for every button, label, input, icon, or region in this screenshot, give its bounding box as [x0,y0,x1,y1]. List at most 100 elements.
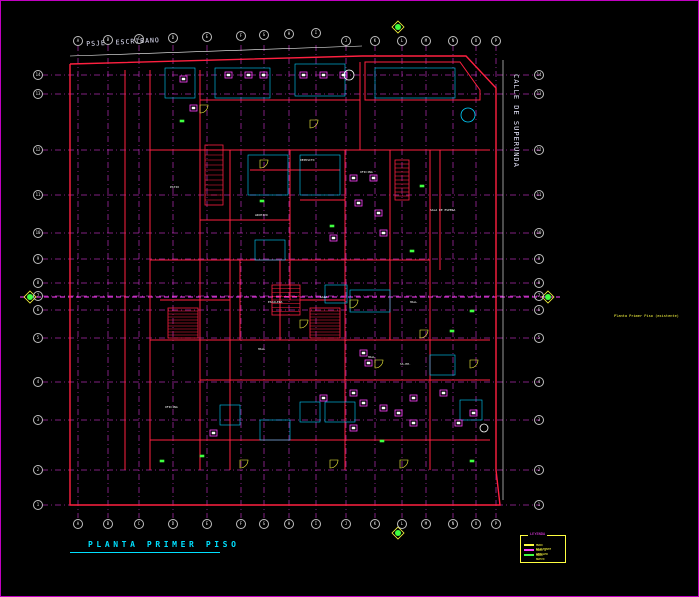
grid-bubble-row: 12 [33,145,43,155]
grid-bubble-row: 13 [534,89,544,99]
grid-bubble-column: M [421,36,431,46]
grid-bubble-column: P [491,519,501,529]
room-outline [459,399,483,421]
grid-bubble-column: O [471,519,481,529]
room-outline [349,289,391,313]
furniture-detail [381,231,386,235]
room-label: OFICINA [360,170,373,174]
room-label: SALA DE ESPERA [430,208,456,212]
grid-bubble-column: I [311,519,321,529]
furniture-detail [411,421,416,425]
furniture-detail [351,391,356,395]
grid-bubble-column: D [168,519,178,529]
grid-bubble-row: 4 [33,377,43,387]
door-swing [199,104,209,114]
furniture-detail [246,73,251,77]
room-label: ARCHIVO [255,213,268,217]
wall-marker [469,309,475,313]
room-label: ESCALERA [268,300,283,304]
furniture-block [364,359,373,367]
grid-bubble-column: B [103,35,113,45]
section-marker-center [27,294,33,300]
section-marker [391,20,405,34]
wall-marker [449,329,455,333]
grid-bubble-column: F [236,519,246,529]
furniture-block [394,409,403,417]
room-outline [374,67,456,99]
grid-bubble-column: L [397,36,407,46]
furniture-block [379,229,388,237]
plant-symbol [479,423,489,433]
grid-bubble-row: 2 [33,465,43,475]
section-marker [391,526,405,540]
door-swing [399,459,409,469]
room-outline [429,354,456,376]
furniture-detail [361,401,366,405]
furniture-block [189,104,198,112]
furniture-detail [376,211,381,215]
furniture-detail [351,176,356,180]
furniture-detail [191,106,196,110]
wall-marker [469,459,475,463]
furniture-block [339,71,348,79]
street-edge-top [69,45,363,57]
grid-bubble-row: 1 [534,500,544,510]
room-label: PATIO [170,185,180,189]
furniture-block [439,389,448,397]
furniture-detail [411,396,416,400]
door-swing [374,359,384,369]
furniture-detail [361,351,366,355]
furniture-detail [331,236,336,240]
grid-bubble-row: 9 [534,254,544,264]
grid-bubble-row: 6 [33,305,43,315]
legend-label: MURO EXISTENTE [536,543,552,551]
room-label: OFICINA [165,405,178,409]
wall-marker [409,249,415,253]
furniture-detail [381,406,386,410]
wall-marker [379,439,385,443]
door-swing [259,159,269,169]
grid-bubble-row: 3 [33,415,43,425]
furniture-detail [226,73,231,77]
furniture-detail [181,77,186,81]
furniture-block [354,199,363,207]
grid-bubble-column: H [284,519,294,529]
grid-bubble-row: 14 [534,70,544,80]
grid-bubble-column: C [134,519,144,529]
legend-swatch [524,549,534,551]
grid-bubble-column: I [311,28,321,38]
room-outline [259,419,291,441]
grid-bubble-row: 7 [534,291,544,301]
room-outline [247,154,289,196]
room-outline [294,63,346,97]
furniture-block [409,394,418,402]
plant-symbol [343,69,355,81]
furniture-block [349,424,358,432]
grid-bubble-column: M [421,519,431,529]
furniture-block [259,71,268,79]
legend-label: MURO NUEVO [536,553,545,561]
room-label: HALL [258,347,266,351]
section-marker-center [545,294,551,300]
wing-outline [364,61,481,101]
door-swing [349,299,359,309]
legend-title: LEYENDA [528,532,548,536]
building-outline [69,55,501,506]
furniture-block [409,419,418,427]
grid-bubble-row: 9 [33,254,43,264]
room-outline [214,67,271,99]
grid-bubble-column: A [73,36,83,46]
grid-bubble-column: G [259,519,269,529]
furniture-block [359,399,368,407]
drawing-note: Planta Primer Piso (existente) [614,314,679,318]
furniture-detail [371,176,376,180]
furniture-block [349,174,358,182]
grid-bubble-row: 14 [33,70,43,80]
furniture-block [469,409,478,417]
grid-bubble-row: 10 [534,228,544,238]
room-outline [219,404,241,426]
room-outline [299,401,321,423]
grid-bubble-column: L [397,519,407,529]
furniture-detail [366,361,371,365]
furniture-block [349,389,358,397]
